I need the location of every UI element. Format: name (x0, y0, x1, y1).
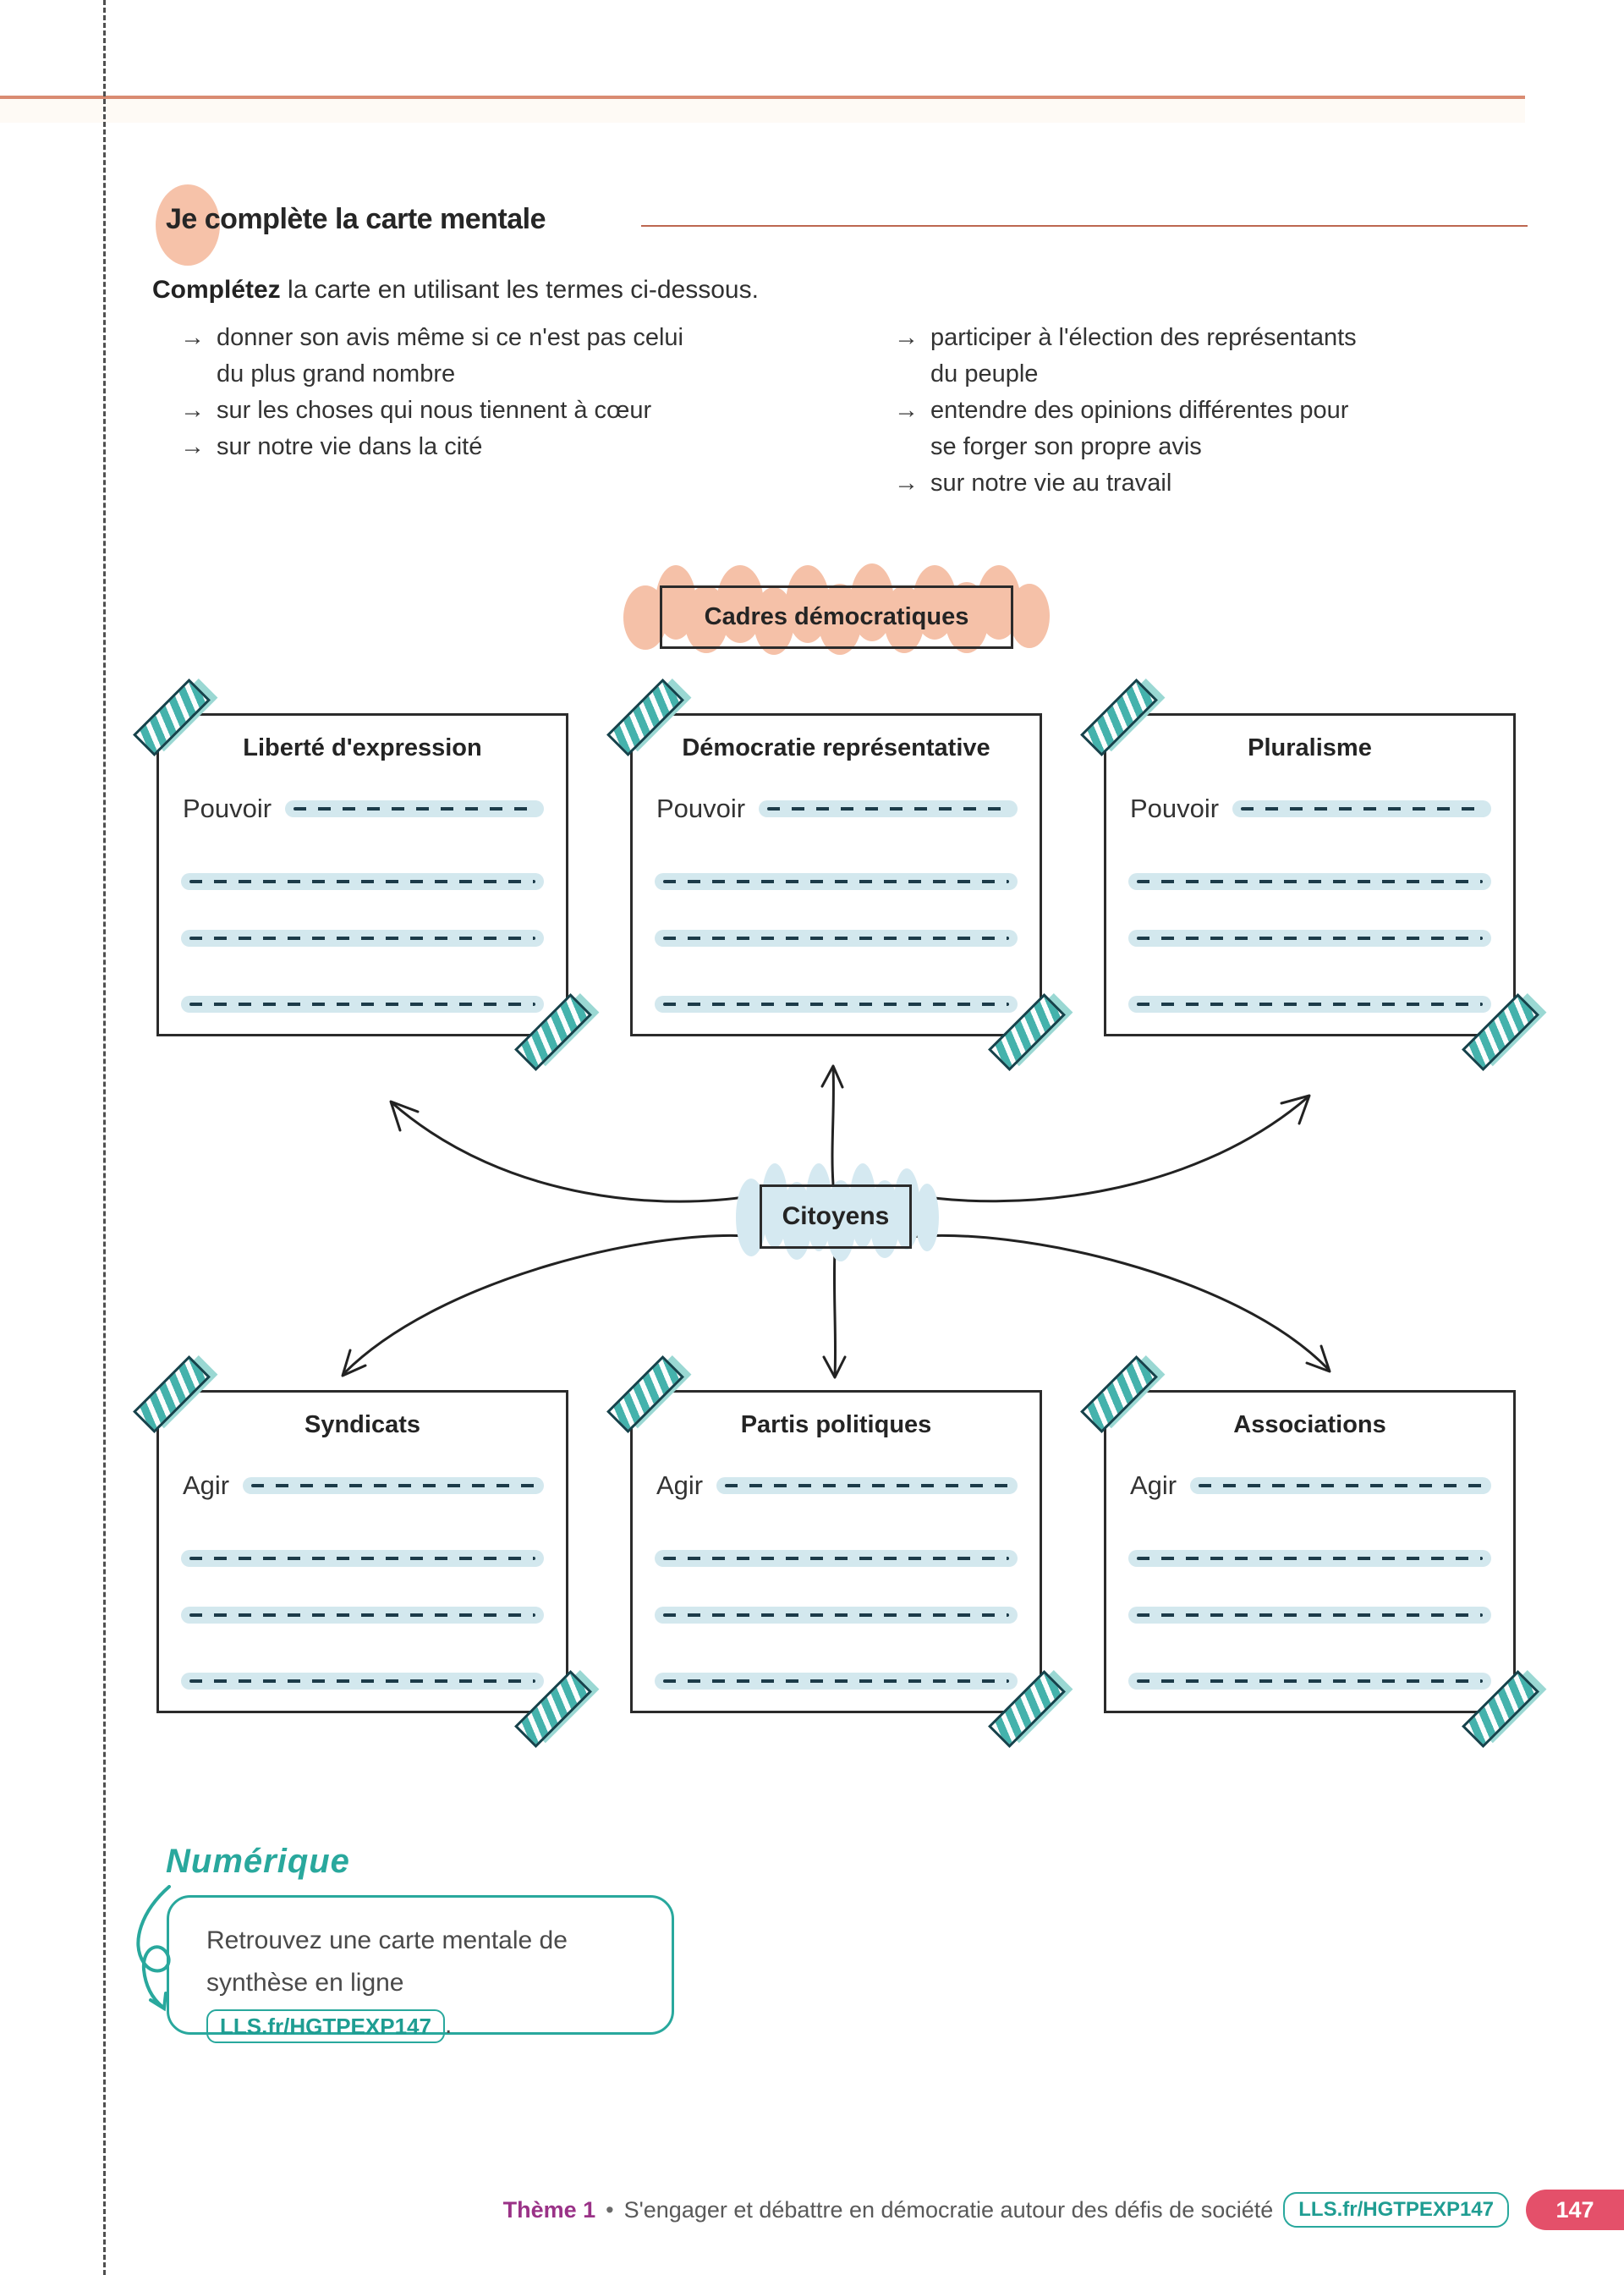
footer-theme-label: Thème 1 (502, 2196, 596, 2223)
node-title: Associations (1233, 1411, 1386, 1438)
term-text: sur notre vie au travail (930, 470, 1172, 497)
node-box-syndicats: Syndicats Agir (133, 1355, 592, 1748)
title-highlight-blob (156, 184, 220, 266)
fill-in-blank (1190, 1477, 1491, 1494)
node-box-pluralisme: Pluralisme Pouvoir (1080, 679, 1539, 1071)
list-item: → sur les choses qui nous tiennent à cœur (180, 393, 857, 429)
fill-in-blank (285, 800, 544, 817)
field-label: Pouvoir (656, 794, 746, 823)
field-label: Agir (183, 1470, 230, 1500)
arrow-bullet-icon: → (894, 397, 919, 424)
footer-link[interactable]: LLS.fr/HGTPEXP147 (1283, 2192, 1509, 2228)
terms-list-left: → donner son avis même si ce n'est pas ce… (180, 320, 857, 465)
page-number-badge: 147 (1526, 2190, 1624, 2230)
field-label: Agir (1130, 1470, 1177, 1500)
fill-in-blank (655, 873, 1018, 890)
numerique-text-line2: synthèse en ligne (206, 1969, 404, 1997)
arrow-bullet-icon: → (894, 324, 919, 351)
arrow-bullet-icon: → (894, 470, 919, 497)
fill-in-blank (655, 930, 1018, 947)
fill-in-blank (1232, 800, 1491, 817)
list-item: → sur notre vie dans la cité (180, 429, 857, 465)
node-box-partis-politiques: Partis politiques Agir (606, 1355, 1066, 1748)
fill-in-blank (181, 1607, 544, 1624)
node-title: Pluralisme (1248, 734, 1372, 761)
page-title-rest: complète la carte mentale (196, 203, 546, 235)
fill-in-blank (1128, 1673, 1491, 1690)
numerique-link[interactable]: LLS.fr/HGTPEXP147 (206, 2009, 445, 2044)
fill-in-blank (181, 873, 544, 890)
title-rule (641, 225, 1528, 227)
fill-in-blank (1128, 1550, 1491, 1567)
term-text: donner son avis même si ce n'est pas cel… (217, 324, 683, 387)
arrow-bullet-icon: → (180, 397, 205, 424)
page-title: Je complète la carte mentale (166, 203, 546, 236)
node-box-democratie-representative: Démocratie représentative Pouvoir (606, 679, 1066, 1071)
top-accent-rule (0, 96, 1525, 99)
fill-in-blank (243, 1477, 544, 1494)
fill-in-blank (655, 1607, 1018, 1624)
numerique-text-line1: Retrouvez une carte mentale de (206, 1926, 568, 1954)
field-label: Pouvoir (183, 794, 272, 823)
fill-in-blank (1128, 930, 1491, 947)
fill-in-blank (181, 1673, 544, 1690)
numerique-period: . (444, 2011, 453, 2039)
mindmap-root-node: Cadres démocratiques (660, 585, 1013, 649)
fill-in-blank (181, 1550, 544, 1567)
mindmap-center-node: Citoyens (760, 1184, 912, 1249)
margin-dashed-line (103, 0, 106, 2275)
list-item: → entendre des opinions différentes pour … (894, 393, 1588, 465)
node-title: Démocratie représentative (682, 734, 990, 761)
fill-in-blank (181, 930, 544, 947)
fill-in-blank (759, 800, 1018, 817)
numerique-heading: Numérique (166, 1843, 350, 1880)
term-text: participer à l'élection des représentant… (930, 324, 1357, 387)
root-node-label: Cadres démocratiques (704, 603, 969, 630)
field-label: Pouvoir (1130, 794, 1220, 823)
fill-in-blank (1128, 873, 1491, 890)
node-title: Liberté d'expression (243, 734, 482, 761)
numerique-callout: Retrouvez une carte mentale de synthèse … (167, 1895, 674, 2044)
node-box-associations: Associations Agir (1080, 1355, 1539, 1748)
fill-in-blank (181, 996, 544, 1013)
arrow-bullet-icon: → (180, 324, 205, 351)
fill-in-blank (655, 996, 1018, 1013)
fill-in-blank (1128, 1607, 1491, 1624)
term-text: sur notre vie dans la cité (217, 433, 483, 460)
field-label: Agir (656, 1470, 704, 1500)
list-item: → participer à l'élection des représentan… (894, 320, 1588, 393)
arrow-bullet-icon: → (180, 433, 205, 460)
list-item: → donner son avis même si ce n'est pas ce… (180, 320, 857, 393)
node-title: Syndicats (304, 1411, 420, 1438)
center-node-label: Citoyens (782, 1202, 890, 1230)
fill-in-blank (655, 1673, 1018, 1690)
exercise-instruction: Complétez la carte en utilisant les term… (152, 276, 759, 305)
fill-in-blank (716, 1477, 1018, 1494)
footer-separator: • (606, 2196, 614, 2223)
top-accent-band (0, 99, 1525, 123)
terms-list-right: → participer à l'élection des représentan… (894, 320, 1588, 502)
term-text: sur les choses qui nous tiennent à cœur (217, 397, 652, 424)
node-title: Partis politiques (740, 1411, 932, 1438)
page-title-highlighted-word: Je (166, 203, 197, 235)
term-text: entendre des opinions différentes pour s… (930, 397, 1349, 460)
instruction-verb: Complétez (152, 276, 281, 304)
list-item: → sur notre vie au travail (894, 465, 1588, 502)
node-box-liberte-expression: Liberté d'expression Pouvoir (133, 679, 592, 1071)
fill-in-blank (1128, 996, 1491, 1013)
instruction-rest: la carte en utilisant les termes ci-dess… (280, 276, 759, 304)
footer-chapter-title: S'engager et débattre en démocratie auto… (623, 2196, 1274, 2223)
fill-in-blank (655, 1550, 1018, 1567)
page-footer: Thème 1 • S'engager et débattre en démoc… (0, 2190, 1624, 2230)
mindmap-arrows (341, 1064, 1331, 1379)
